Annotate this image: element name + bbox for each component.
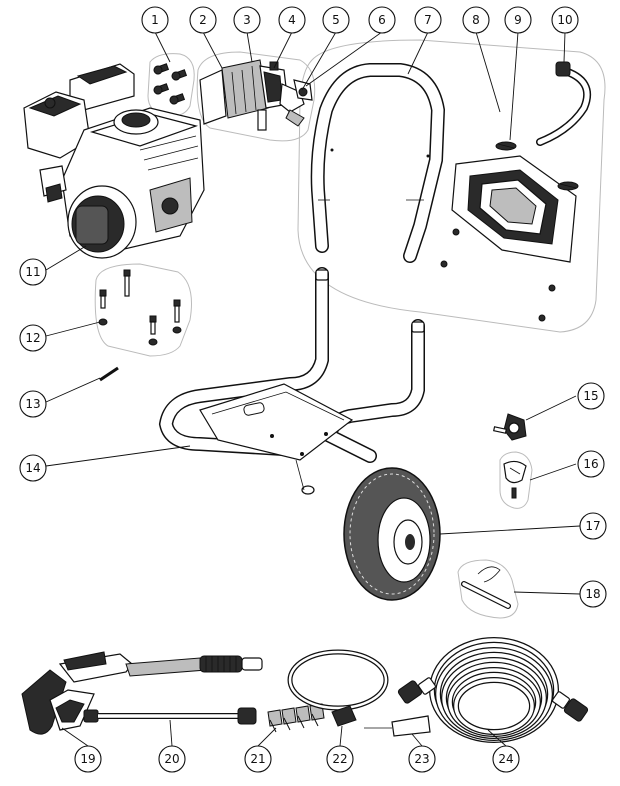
callout-15-label: 15 <box>583 389 598 403</box>
callout-14: 14 <box>19 454 47 482</box>
callout-22-label: 22 <box>332 752 347 766</box>
high-pressure-hose <box>397 637 589 743</box>
callout-22: 22 <box>326 745 354 773</box>
callout-9: 9 <box>504 6 532 34</box>
pump-bolts <box>153 63 188 105</box>
callout-17-label: 17 <box>585 519 600 533</box>
callout-20: 20 <box>158 745 186 773</box>
callout-2-label: 2 <box>199 13 207 27</box>
pin <box>99 366 119 382</box>
callout-6-label: 6 <box>378 13 386 27</box>
callout-4: 4 <box>278 6 306 34</box>
wand <box>83 707 257 725</box>
detergent-hose <box>287 649 389 727</box>
callout-9-label: 9 <box>514 13 522 27</box>
callout-16-label: 16 <box>583 457 598 471</box>
callout-16: 16 <box>577 450 605 478</box>
callout-18-label: 18 <box>585 587 600 601</box>
callout-3: 3 <box>233 6 261 34</box>
engine-bolts <box>98 269 182 346</box>
callout-13-label: 13 <box>25 397 40 411</box>
callout-21: 21 <box>244 745 272 773</box>
callout-23-label: 23 <box>414 752 429 766</box>
leader-lines <box>45 31 581 747</box>
callout-12: 12 <box>19 324 47 352</box>
nozzles <box>267 703 325 733</box>
bolts-1-outline <box>147 53 195 117</box>
callout-8: 8 <box>462 6 490 34</box>
handle-group-outline <box>297 39 606 333</box>
callout-10: 10 <box>551 6 579 34</box>
wheel <box>343 467 441 601</box>
axle-group-outline <box>457 559 519 619</box>
pump-group-outline <box>196 51 316 142</box>
callout-24-label: 24 <box>498 752 513 766</box>
callout-20-label: 20 <box>164 752 179 766</box>
callout-7-label: 7 <box>424 13 432 27</box>
callout-4-label: 4 <box>288 13 296 27</box>
callout-13: 13 <box>19 390 47 418</box>
callout-11-label: 11 <box>25 265 40 279</box>
callout-11: 11 <box>19 258 47 286</box>
callout-7: 7 <box>414 6 442 34</box>
spray-gun <box>21 651 263 735</box>
engine <box>23 63 205 259</box>
hook <box>503 460 527 499</box>
hose-strap <box>536 61 592 146</box>
callout-5-label: 5 <box>332 13 340 27</box>
callout-12-label: 12 <box>25 331 40 345</box>
axle <box>461 566 511 609</box>
callout-15: 15 <box>577 382 605 410</box>
callout-1-label: 1 <box>151 13 159 27</box>
callout-24: 24 <box>492 745 520 773</box>
hook-group-outline <box>499 451 533 509</box>
base-frame <box>158 267 425 495</box>
callout-2: 2 <box>189 6 217 34</box>
callout-14-label: 14 <box>25 461 40 475</box>
callout-19-label: 19 <box>80 752 95 766</box>
handle-frame <box>310 63 446 263</box>
callout-3-label: 3 <box>243 13 251 27</box>
knob <box>493 413 527 441</box>
nozzle-panel <box>440 141 579 322</box>
bolts-12-outline <box>94 263 192 357</box>
callout-17: 17 <box>579 512 607 540</box>
callout-10-label: 10 <box>557 13 572 27</box>
callout-23: 23 <box>408 745 436 773</box>
callout-8-label: 8 <box>472 13 480 27</box>
cleaning-tool <box>364 715 431 737</box>
callout-19: 19 <box>74 745 102 773</box>
callout-6: 6 <box>368 6 396 34</box>
callout-5: 5 <box>322 6 350 34</box>
pump-assembly <box>199 59 313 131</box>
callout-18: 18 <box>579 580 607 608</box>
callout-1: 1 <box>141 6 169 34</box>
callout-21-label: 21 <box>250 752 265 766</box>
